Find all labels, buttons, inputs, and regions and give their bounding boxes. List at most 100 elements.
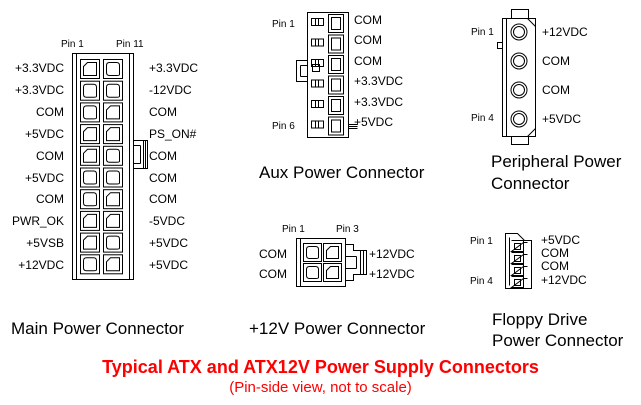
floppy-pin [510, 276, 528, 288]
main-pin [80, 102, 100, 123]
aux-label: +3.3VDC [354, 94, 404, 109]
main-right-label: PS_ON# [149, 126, 197, 141]
aux-pin [311, 34, 344, 54]
main-left-label: +3.3VDC [14, 82, 64, 97]
main-left-label: COM [36, 104, 64, 119]
main-pin1-label: Pin 1 [61, 39, 84, 50]
v12-pin3-label: Pin 3 [336, 224, 359, 235]
peripheral-pin [510, 23, 528, 41]
main-right-label: +3.3VDC [149, 61, 199, 75]
aux-pin6-label: Pin 6 [272, 121, 295, 132]
v12-caption: +12V Power Connector [249, 319, 426, 338]
aux-pin [311, 75, 344, 95]
aux-pin [311, 96, 344, 115]
main-left-label: +5VDC [24, 126, 64, 141]
floppy-pin1-label: Pin 1 [470, 236, 493, 247]
main-pin [103, 124, 123, 145]
main-pin [103, 80, 123, 101]
main-left-label: COM [36, 192, 64, 207]
main-pins [80, 59, 123, 275]
v12-right-label: +12VDC [369, 267, 415, 281]
main-left-label: +5VSB [26, 236, 64, 251]
floppy-pin4-label: Pin 4 [470, 276, 493, 287]
aux-label: COM [354, 53, 382, 68]
main-connector-shape [72, 53, 148, 280]
main-right-label: COM [149, 192, 177, 207]
main-right-label: COM [149, 148, 177, 163]
peripheral-label: +5VDC [542, 112, 582, 126]
floppy-pin [510, 252, 528, 264]
main-pin [103, 167, 123, 188]
peripheral-pin [510, 81, 528, 99]
peripheral-connector-shape [497, 9, 536, 145]
main-pin [80, 145, 100, 166]
main-pin11-label: Pin 11 [116, 39, 144, 50]
main-pin [80, 167, 100, 188]
aux-label: COM [354, 33, 382, 48]
peripheral-pin [510, 52, 528, 70]
v12-pin [323, 243, 342, 262]
v12-right-label: +12VDC [369, 247, 415, 261]
aux-pin1-label: Pin 1 [272, 19, 295, 30]
peripheral-pin1-label: Pin 1 [471, 27, 494, 38]
aux-pin [311, 116, 344, 136]
floppy-pins [510, 240, 528, 288]
floppy-label: +12VDC [541, 272, 587, 287]
diagram-subtitle: (Pin-side view, not to scale) [229, 379, 412, 396]
aux-label: +3.3VDC [354, 74, 404, 89]
main-pin [103, 254, 123, 275]
main-right-label: -12VDC [149, 82, 192, 97]
v12-connector-shape [296, 238, 367, 287]
v12-pin [303, 243, 322, 262]
v12-left-label: COM [259, 267, 287, 281]
main-left-label: PWR_OK [11, 214, 64, 229]
main-left-label: +12VDC [18, 258, 64, 273]
main-right-label: +5VDC [149, 236, 189, 251]
aux-connector-shape [296, 12, 358, 138]
peripheral-label: COM [542, 54, 570, 68]
floppy-pin [510, 264, 528, 276]
peripheral-caption-line2: Connector [491, 174, 570, 193]
main-left-label: COM [36, 148, 64, 163]
aux-label: COM [354, 13, 382, 27]
main-pin [103, 102, 123, 123]
peripheral-pins [510, 23, 528, 128]
aux-caption: Aux Power Connector [259, 163, 425, 182]
main-right-label: COM [149, 104, 177, 119]
main-pin [80, 254, 100, 275]
main-pin [103, 232, 123, 253]
floppy-pin [510, 240, 528, 252]
floppy-label: COM [541, 246, 569, 261]
main-pin [80, 232, 100, 253]
peripheral-caption-line1: Peripheral Power [491, 152, 622, 171]
main-right-label: -5VDC [149, 214, 186, 229]
v12-pin [323, 263, 342, 282]
aux-pin [311, 14, 344, 33]
main-pin [80, 189, 100, 210]
main-right-label: +5VDC [149, 258, 189, 273]
main-pin [80, 210, 100, 231]
floppy-caption-line2: Power Connector [492, 331, 624, 350]
main-caption: Main Power Connector [11, 319, 184, 338]
peripheral-label: COM [542, 83, 570, 97]
main-pin [80, 80, 100, 101]
main-right-label: COM [149, 170, 177, 185]
main-pin [80, 124, 100, 145]
aux-pins [311, 14, 344, 136]
main-pin [80, 59, 100, 79]
main-pin [103, 145, 123, 166]
v12-pin [303, 263, 322, 282]
main-pin [103, 210, 123, 231]
main-pin [103, 59, 123, 79]
floppy-caption-line1: Floppy Drive [492, 310, 588, 329]
peripheral-pin4-label: Pin 4 [471, 113, 494, 124]
main-pin [103, 189, 123, 210]
v12-left-label: COM [259, 247, 287, 261]
floppy-label: +5VDC [541, 233, 581, 247]
v12-pins [303, 243, 342, 282]
aux-label: +5VDC [354, 115, 394, 129]
main-left-label: +5VDC [24, 170, 64, 185]
peripheral-pin [510, 110, 528, 128]
floppy-connector-shape [505, 233, 532, 289]
